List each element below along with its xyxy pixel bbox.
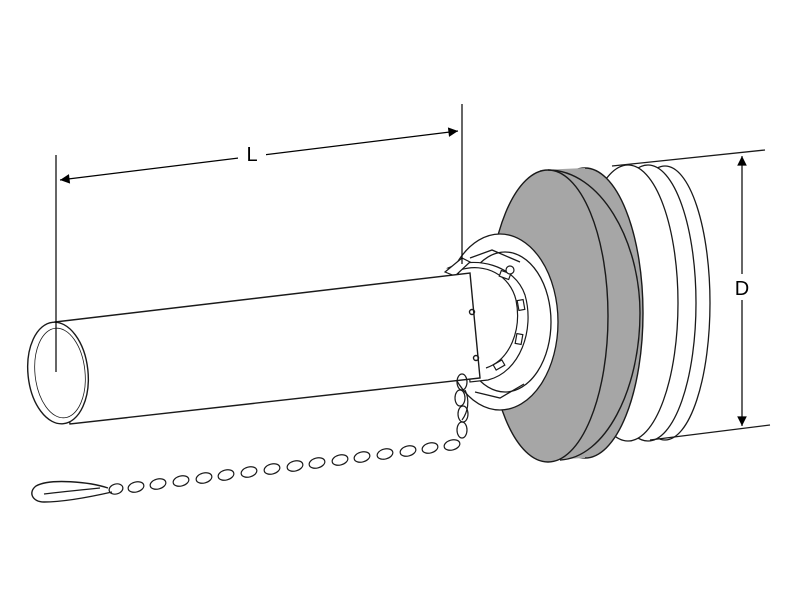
length-label-bg	[238, 140, 266, 166]
tube	[26, 272, 481, 425]
chain	[31, 373, 469, 503]
snap-hook	[31, 480, 113, 503]
diameter-label-bg	[728, 274, 756, 300]
length-label: L	[246, 144, 257, 166]
diameter-label: D	[735, 278, 749, 300]
